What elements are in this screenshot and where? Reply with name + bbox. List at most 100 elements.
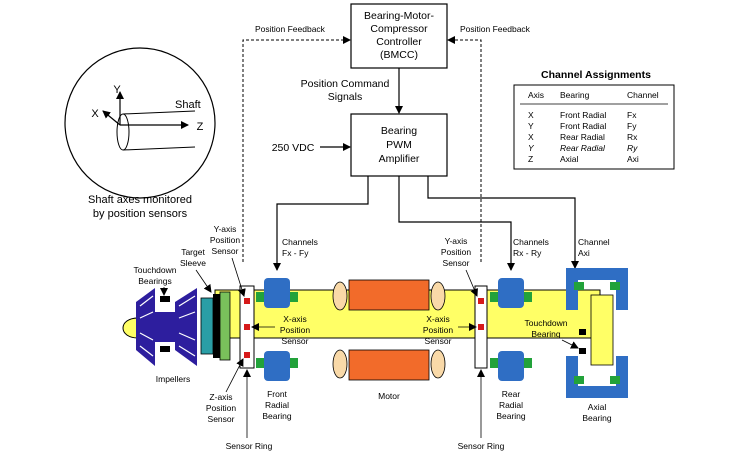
channels-r-line2: Rx - Ry — [513, 248, 542, 258]
front-bearing-green-br — [290, 358, 298, 368]
touchdown-pad-right-2 — [579, 348, 586, 354]
front-bearing-green-tl — [256, 292, 264, 302]
table-cell-r0-c0: X — [528, 110, 534, 120]
impeller-rear — [175, 288, 197, 366]
table-cell-r0-c1: Front Radial — [560, 110, 606, 120]
y-sensor-right-line2: Position — [441, 247, 472, 257]
z-sensor-dot — [244, 352, 250, 358]
table-header-bearing: Bearing — [560, 90, 590, 100]
bmcc-controller-box: Bearing-Motor- Compressor Controller (BM… — [350, 3, 448, 69]
motor-stator-bottom — [348, 349, 430, 381]
axial-green-tl — [574, 282, 584, 290]
impellers-label: Impellers — [156, 374, 190, 384]
target-sleeve-pointer — [195, 269, 212, 293]
y-sensor-left-pointer — [231, 257, 246, 297]
bmcc-line3: Controller — [376, 36, 422, 48]
y-sensor-right-line1: Y-axis — [445, 236, 468, 246]
y-sensor-right-dot — [478, 298, 484, 304]
table-header-channel: Channel — [627, 90, 659, 100]
z-sensor-line2: Position — [206, 403, 237, 413]
table-cell-r3-c2: Ry — [627, 143, 638, 153]
table-cell-r2-c2: Rx — [627, 132, 638, 142]
impeller-front — [136, 288, 155, 366]
table-cell-r4-c0: Z — [528, 154, 533, 164]
motor-coil-tr — [430, 281, 446, 311]
touchdown-left-line1: Touchdown — [133, 265, 176, 275]
x-sensor-right-line3: Sensor — [425, 336, 452, 346]
front-bearing-green-bl — [256, 358, 264, 368]
rear-bearing-line3: Bearing — [496, 411, 526, 421]
z-sensor-pointer — [225, 358, 244, 393]
channel-table-frame — [513, 84, 675, 170]
axial-green-br — [610, 376, 620, 384]
sensor-ring-right-label: Sensor Ring — [458, 441, 505, 451]
amplifier-line3: Amplifier — [379, 153, 420, 165]
table-cell-r1-c1: Front Radial — [560, 121, 606, 131]
table-cell-r4-c1: Axial — [560, 154, 579, 164]
front-bearing-line1: Front — [267, 389, 287, 399]
y-sensor-left-line3: Sensor — [212, 246, 239, 256]
feedback-right-label: Position Feedback — [460, 24, 531, 34]
z-sensor-line3: Sensor — [208, 414, 235, 424]
y-sensor-right-pointer — [465, 269, 478, 297]
channels-r-line1: Channels — [513, 237, 549, 247]
table-header-axis: Axis — [528, 90, 544, 100]
table-cell-r3-c0: Y — [528, 143, 535, 153]
x-axis-arrow — [102, 110, 121, 126]
channels-f-line2: Fx - Fy — [282, 248, 309, 258]
x-sensor-left-dot — [244, 324, 250, 330]
motor-label: Motor — [378, 391, 400, 401]
rear-bearing-green-tl — [490, 292, 498, 302]
x-axis-letter: X — [91, 108, 99, 120]
front-bearing-bottom-block — [264, 351, 290, 381]
vdc-label: 250 VDC — [272, 142, 315, 154]
touchdown-right-pointer — [561, 339, 579, 349]
impellers — [136, 288, 197, 366]
table-cell-r3-c1: Rear Radial — [560, 143, 606, 153]
x-sensor-right-line2: Position — [423, 325, 454, 335]
bmcc-line4: (BMCC) — [380, 49, 418, 61]
x-sensor-left-line2: Position — [280, 325, 311, 335]
table-cell-r2-c0: X — [528, 132, 534, 142]
feedback-left-label: Position Feedback — [255, 24, 326, 34]
command-signals-line1: Position Command — [301, 78, 390, 90]
rear-bearing-bottom-block — [498, 351, 524, 381]
table-cell-r1-c2: Fy — [627, 121, 637, 131]
axial-bearing-line2: Bearing — [582, 413, 612, 423]
motor-stator-top — [348, 279, 430, 311]
rear-bearing-green-bl — [490, 358, 498, 368]
target-sleeve-line1: Target — [181, 247, 205, 257]
table-cell-r1-c0: Y — [528, 121, 534, 131]
axial-bearing-bottom-housing — [566, 356, 628, 398]
y-sensor-left-line2: Position — [210, 235, 241, 245]
rear-bearing-green-tr — [524, 292, 532, 302]
amplifier-line2: PWM — [386, 139, 412, 151]
x-sensor-left-line1: X-axis — [283, 314, 307, 324]
axes-circle — [64, 47, 216, 199]
target-sleeve-dark — [213, 294, 220, 358]
z-sensor-line1: Z-axis — [209, 392, 232, 402]
rear-bearing-line2: Radial — [499, 400, 523, 410]
motor — [332, 279, 446, 381]
y-sensor-left-line1: Y-axis — [214, 224, 237, 234]
touchdown-pad-top — [160, 296, 170, 302]
table-cell-r4-c2: Axi — [627, 154, 639, 164]
amp-to-axial-bearing — [427, 176, 579, 269]
touchdown-pad-bottom — [160, 346, 170, 352]
target-sleeve-green — [219, 291, 231, 361]
thrust-disk — [590, 294, 614, 366]
rear-bearing-line1: Rear — [502, 389, 521, 399]
rear-radial-bearing — [490, 278, 532, 381]
front-bearing-top-block — [264, 278, 290, 308]
channel-table-title: Channel Assignments — [541, 69, 651, 81]
sensor-ring-left-label: Sensor Ring — [226, 441, 273, 451]
axial-bearing-line1: Axial — [588, 402, 607, 412]
bmcc-line1: Bearing-Motor- — [364, 10, 435, 22]
x-sensor-left-line3: Sensor — [282, 336, 309, 346]
channel-table: Channel Assignments Axis Bearing Channel… — [513, 69, 675, 170]
axial-bearing-top-housing — [566, 268, 628, 310]
bmcc-rect — [350, 3, 448, 69]
y-sensor-right-line3: Sensor — [443, 258, 470, 268]
